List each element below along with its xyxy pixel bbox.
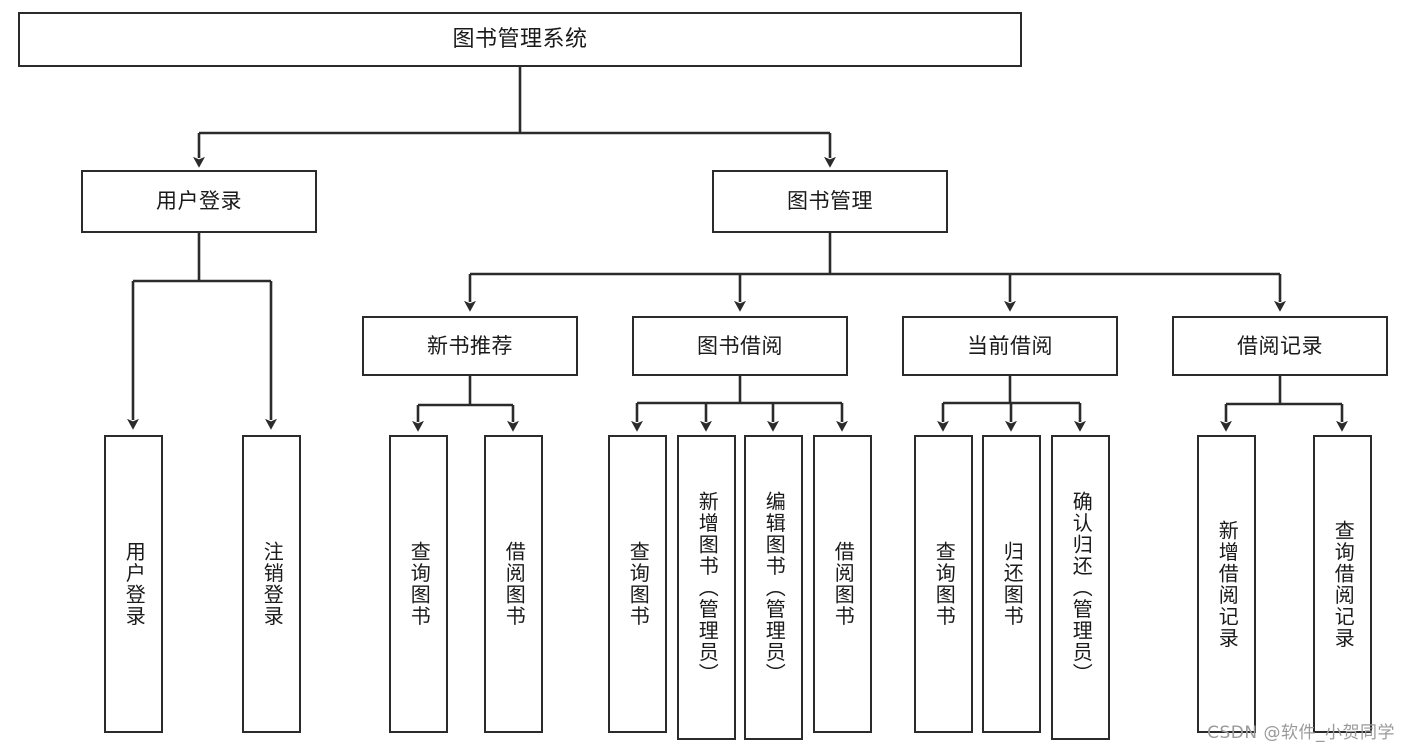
leaf-query-book-3[interactable]: 查询图书 bbox=[914, 435, 973, 733]
leaf-confirm-return-label: 确认归还（管理员） bbox=[1069, 490, 1094, 685]
leaf-add-book-label: 新增图书（管理员） bbox=[695, 490, 720, 685]
leaf-query-book-2[interactable]: 查询图书 bbox=[608, 435, 667, 733]
leaf-query-book-1-label: 查询图书 bbox=[407, 541, 432, 627]
node-book-manage[interactable]: 图书管理 bbox=[712, 170, 948, 233]
watermark: CSDN @软件_小贺同学 bbox=[1207, 723, 1395, 743]
leaf-add-book[interactable]: 新增图书（管理员） bbox=[677, 435, 736, 740]
leaf-borrow-book-2[interactable]: 借阅图书 bbox=[813, 435, 872, 733]
leaf-query-book-1[interactable]: 查询图书 bbox=[389, 435, 448, 733]
node-new-book-recommend[interactable]: 新书推荐 bbox=[362, 316, 578, 376]
leaf-add-record[interactable]: 新增借阅记录 bbox=[1197, 435, 1256, 733]
leaf-borrow-book-1[interactable]: 借阅图书 bbox=[484, 435, 543, 733]
leaf-return-book[interactable]: 归还图书 bbox=[982, 435, 1041, 733]
leaf-edit-book-label: 编辑图书（管理员） bbox=[762, 490, 787, 685]
node-book-manage-label: 图书管理 bbox=[787, 189, 873, 214]
leaf-add-record-label: 新增借阅记录 bbox=[1215, 519, 1240, 649]
node-root[interactable]: 图书管理系统 bbox=[18, 12, 1022, 67]
leaf-query-record-label: 查询借阅记录 bbox=[1331, 519, 1356, 649]
leaf-user-login[interactable]: 用户登录 bbox=[104, 435, 163, 733]
node-book-borrow-label: 图书借阅 bbox=[697, 333, 783, 358]
node-user-login-label: 用户登录 bbox=[156, 189, 242, 214]
leaf-logout[interactable]: 注销登录 bbox=[242, 435, 301, 733]
node-new-book-recommend-label: 新书推荐 bbox=[427, 333, 513, 358]
leaf-borrow-book-2-label: 借阅图书 bbox=[831, 541, 856, 627]
node-root-label: 图书管理系统 bbox=[452, 26, 588, 52]
leaf-confirm-return[interactable]: 确认归还（管理员） bbox=[1051, 435, 1110, 740]
leaf-query-book-2-label: 查询图书 bbox=[626, 541, 651, 627]
node-borrow-record-label: 借阅记录 bbox=[1237, 333, 1323, 358]
leaf-query-record[interactable]: 查询借阅记录 bbox=[1313, 435, 1372, 733]
node-borrow-record[interactable]: 借阅记录 bbox=[1172, 316, 1388, 376]
leaf-logout-label: 注销登录 bbox=[260, 541, 285, 627]
node-current-borrow[interactable]: 当前借阅 bbox=[902, 316, 1118, 376]
node-book-borrow[interactable]: 图书借阅 bbox=[632, 316, 848, 376]
leaf-user-login-label: 用户登录 bbox=[122, 541, 147, 627]
node-user-login[interactable]: 用户登录 bbox=[81, 170, 317, 233]
leaf-return-book-label: 归还图书 bbox=[1000, 541, 1025, 627]
leaf-edit-book[interactable]: 编辑图书（管理员） bbox=[744, 435, 803, 740]
leaf-borrow-book-1-label: 借阅图书 bbox=[502, 541, 527, 627]
node-current-borrow-label: 当前借阅 bbox=[967, 333, 1053, 358]
leaf-query-book-3-label: 查询图书 bbox=[932, 541, 957, 627]
